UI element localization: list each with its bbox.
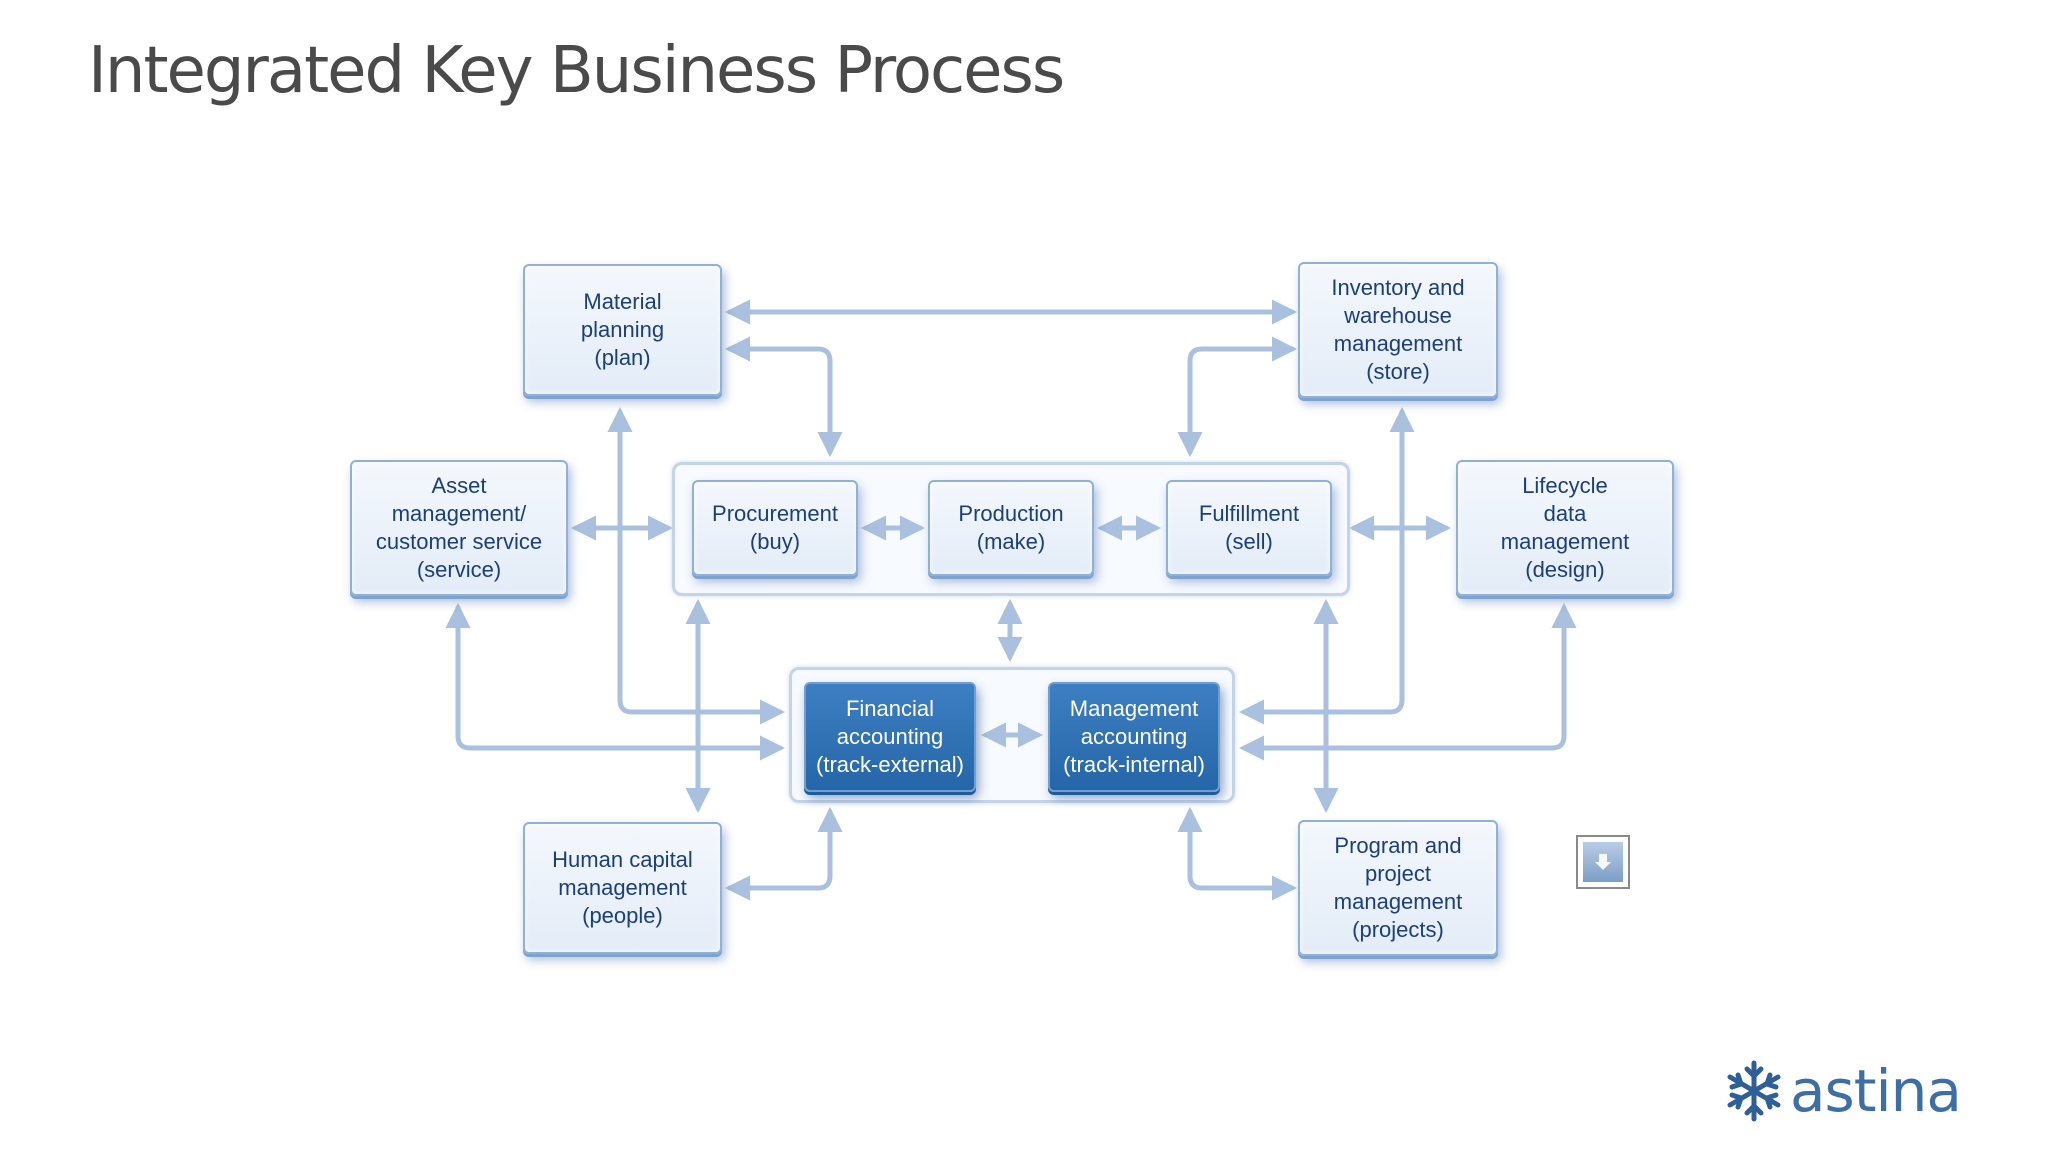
node-label: Production (make)	[958, 501, 1064, 554]
astina-logo: astina	[1722, 1057, 1962, 1125]
node-label: Human capital management (people)	[552, 847, 693, 928]
snowflake-icon	[1727, 1060, 1781, 1122]
connector-plan-buy	[725, 336, 843, 457]
node-label: Program and project management (projects…	[1333, 833, 1463, 942]
node-label: Management accounting (track-internal)	[1063, 696, 1205, 777]
node-label: Inventory and warehouse management (stor…	[1331, 275, 1465, 384]
node-inventory-warehouse: Inventory and warehouse management (stor…	[1298, 262, 1498, 398]
connector-design-mgmt	[1239, 603, 1577, 761]
node-material-planning: Material planning (plan)	[523, 264, 722, 396]
node-management-accounting: Management accounting (track-internal)	[1048, 682, 1220, 792]
node-fulfillment: Fulfillment (sell)	[1166, 480, 1332, 576]
connector-people-finance	[725, 807, 843, 901]
connector-sell-store	[1177, 336, 1297, 457]
down-arrow-icon	[1583, 842, 1623, 882]
node-label: Procurement (buy)	[712, 501, 838, 554]
node-human-capital: Human capital management (people)	[523, 822, 722, 954]
node-label: Fulfillment (sell)	[1198, 501, 1300, 554]
connector-service-finance	[445, 603, 785, 761]
node-label: Material planning (plan)	[580, 289, 665, 370]
node-financial-accounting: Financial accounting (track-external)	[804, 682, 976, 792]
page-title: Integrated Key Business Process	[88, 34, 1065, 108]
node-procurement: Procurement (buy)	[692, 480, 858, 576]
node-program-project: Program and project management (projects…	[1298, 820, 1498, 956]
node-label: Lifecycle data management (design)	[1500, 473, 1630, 582]
scroll-down-button[interactable]	[1576, 835, 1630, 889]
node-production: Production (make)	[928, 480, 1094, 576]
connector-mgmt-projects	[1177, 807, 1297, 901]
node-label: Financial accounting (track-external)	[816, 696, 964, 777]
node-asset-management: Asset management/ customer service (serv…	[350, 460, 568, 596]
node-label: Asset management/ customer service (serv…	[375, 473, 543, 582]
logo-text: astina	[1790, 1057, 1962, 1125]
node-lifecycle-data: Lifecycle data management (design)	[1456, 460, 1674, 596]
